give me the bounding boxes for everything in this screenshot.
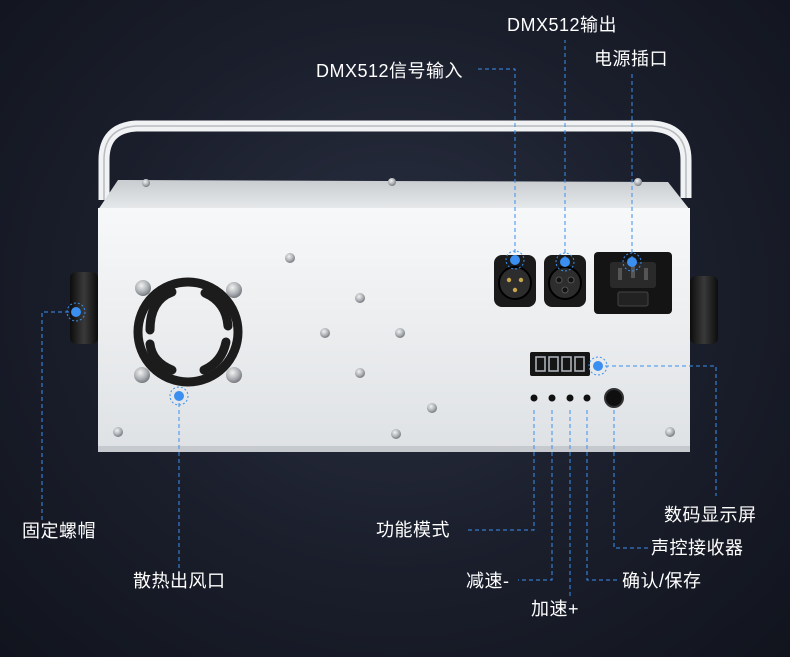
- device-rear-panel: [98, 208, 690, 448]
- label-confirm-save: 确认/保存: [622, 571, 702, 591]
- label-fixing-nut: 固定螺帽: [22, 521, 96, 541]
- callout-markers: [66, 250, 642, 406]
- dmx-in-connector: [494, 255, 536, 307]
- vent-grille: [133, 277, 243, 387]
- screws: [113, 178, 675, 439]
- sound-receiver-mic: [604, 388, 624, 408]
- label-speed-down: 减速-: [466, 571, 510, 591]
- label-function-mode: 功能模式: [376, 520, 450, 540]
- device-top-panel: [98, 180, 690, 210]
- power-socket: [594, 252, 672, 314]
- control-buttons: [530, 388, 624, 408]
- label-power-socket: 电源插口: [594, 49, 668, 69]
- label-vent: 散热出风口: [133, 571, 226, 591]
- label-speed-up: 加速+: [531, 599, 580, 619]
- label-dmx-out: DMX512输出: [507, 15, 618, 35]
- dmx-out-connector: [544, 255, 586, 307]
- right-fixing-nut: [690, 276, 718, 344]
- callout-lines: [41, 40, 717, 596]
- label-display: 数码显示屏: [664, 505, 757, 525]
- label-dmx-in: DMX512信号输入: [316, 61, 464, 81]
- label-sound-receiver: 声控接收器: [651, 538, 744, 558]
- digital-display: [530, 352, 590, 376]
